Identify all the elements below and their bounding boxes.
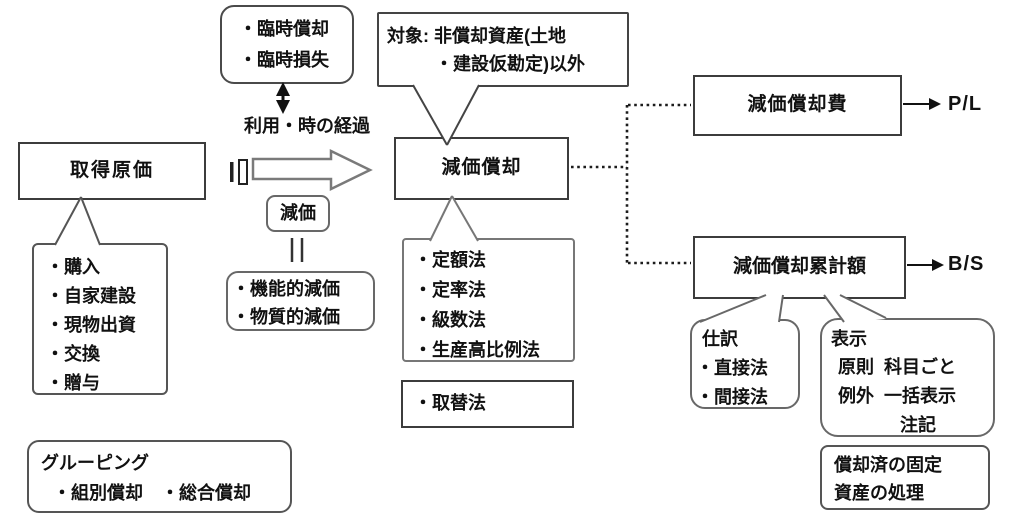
double-headed-arrow-icon	[276, 82, 290, 114]
extraordinary-loss-line: ・臨時損失	[239, 50, 329, 70]
pl-arrow-icon	[903, 98, 941, 110]
acquisition-method-item: ・贈与	[46, 373, 100, 393]
callout-pointer-acquisition	[54, 196, 101, 246]
functional-decline-line: ・機能的減価	[232, 279, 340, 299]
journal-entry-callout: 仕訳 ・直接法 ・間接法	[690, 319, 800, 409]
usage-time-label: 利用・時の経過	[244, 116, 370, 136]
fully-depreciated-line2: 資産の処理	[834, 483, 924, 503]
grouping-box: グルーピング ・組別償却 ・総合償却	[27, 440, 292, 513]
depreciation-label: 減価償却	[441, 157, 522, 179]
note-label: 注記	[900, 415, 936, 435]
depreciation-method-item: ・定額法	[414, 250, 486, 270]
target-assets-line2: ・建設仮勘定)以外	[435, 54, 585, 74]
acquisition-method-item: ・購入	[46, 257, 100, 277]
physical-decline-line: ・物質的減価	[232, 307, 340, 327]
replacement-method-label: ・取替法	[414, 393, 486, 414]
presentation-title: 表示	[831, 329, 867, 349]
presentation-row-principle: 原則 科目ごと	[822, 353, 993, 382]
acquisition-method-item: ・自家建設	[46, 286, 136, 306]
principle-label: 原則	[838, 357, 874, 377]
extraordinary-depreciation-box: ・臨時償却 ・臨時損失	[220, 5, 354, 84]
acquisition-cost-label: 取得原価	[69, 159, 154, 181]
presentation-callout: 表示 原則 科目ごと 例外 一括表示 注記	[820, 318, 995, 437]
decline-in-value-label: 減価	[280, 202, 316, 223]
callout-pointer-target	[412, 84, 480, 146]
exception-label: 例外	[838, 386, 874, 406]
journal-entry-title: 仕訳	[702, 329, 738, 349]
indirect-method-item: ・間接法	[696, 387, 768, 407]
right-block-arrow-icon	[251, 149, 373, 191]
depreciation-method-item: ・定率法	[414, 280, 486, 300]
fully-depreciated-line1: 償却済の固定	[834, 455, 942, 475]
equals-connector-icon	[290, 238, 304, 262]
bs-arrow-icon	[907, 259, 944, 271]
principle-value: 科目ごと	[884, 357, 956, 377]
accumulated-depreciation-box: 減価償却累計額	[693, 236, 906, 299]
acquisition-methods-callout: ・購入 ・自家建設 ・現物出資 ・交換 ・贈与	[32, 243, 168, 395]
depreciation-method-item: ・級数法	[414, 310, 486, 330]
target-assets-callout: 対象: 非償却資産(土地 ・建設仮勘定)以外	[377, 12, 629, 87]
pl-label: P/L	[948, 93, 983, 115]
depreciation-box: 減価償却	[394, 137, 569, 200]
callout-pointer-methods	[429, 195, 479, 242]
depreciation-expense-label: 減価償却費	[747, 94, 848, 116]
decline-types-box: ・機能的減価 ・物質的減価	[226, 271, 375, 331]
dotted-connector	[571, 103, 691, 265]
presentation-row-exception: 例外 一括表示	[822, 382, 993, 411]
grouping-items-line: ・組別償却 ・総合償却	[53, 483, 251, 503]
grouping-title: グルーピング	[41, 453, 149, 473]
pause-bars-icon	[230, 159, 248, 185]
depreciation-methods-callout: ・定額法 ・定率法 ・級数法 ・生産高比例法	[402, 238, 575, 362]
fully-depreciated-assets-box: 償却済の固定 資産の処理	[820, 445, 990, 510]
acquisition-method-item: ・交換	[46, 344, 100, 364]
accumulated-depreciation-label: 減価償却累計額	[732, 256, 866, 278]
depreciation-method-item: ・生産高比例法	[414, 340, 540, 360]
exception-value: 一括表示	[884, 386, 956, 406]
bs-label: B/S	[948, 253, 985, 275]
target-assets-line1: 対象: 非償却資産(土地	[387, 26, 566, 46]
decline-in-value-box: 減価	[266, 195, 330, 232]
depreciation-expense-box: 減価償却費	[693, 75, 902, 136]
acquisition-cost-box: 取得原価	[18, 142, 206, 200]
replacement-method-box: ・取替法	[401, 380, 574, 428]
direct-method-item: ・直接法	[696, 358, 768, 378]
acquisition-method-item: ・現物出資	[46, 315, 136, 335]
extraordinary-depreciation-line: ・臨時償却	[239, 19, 329, 39]
